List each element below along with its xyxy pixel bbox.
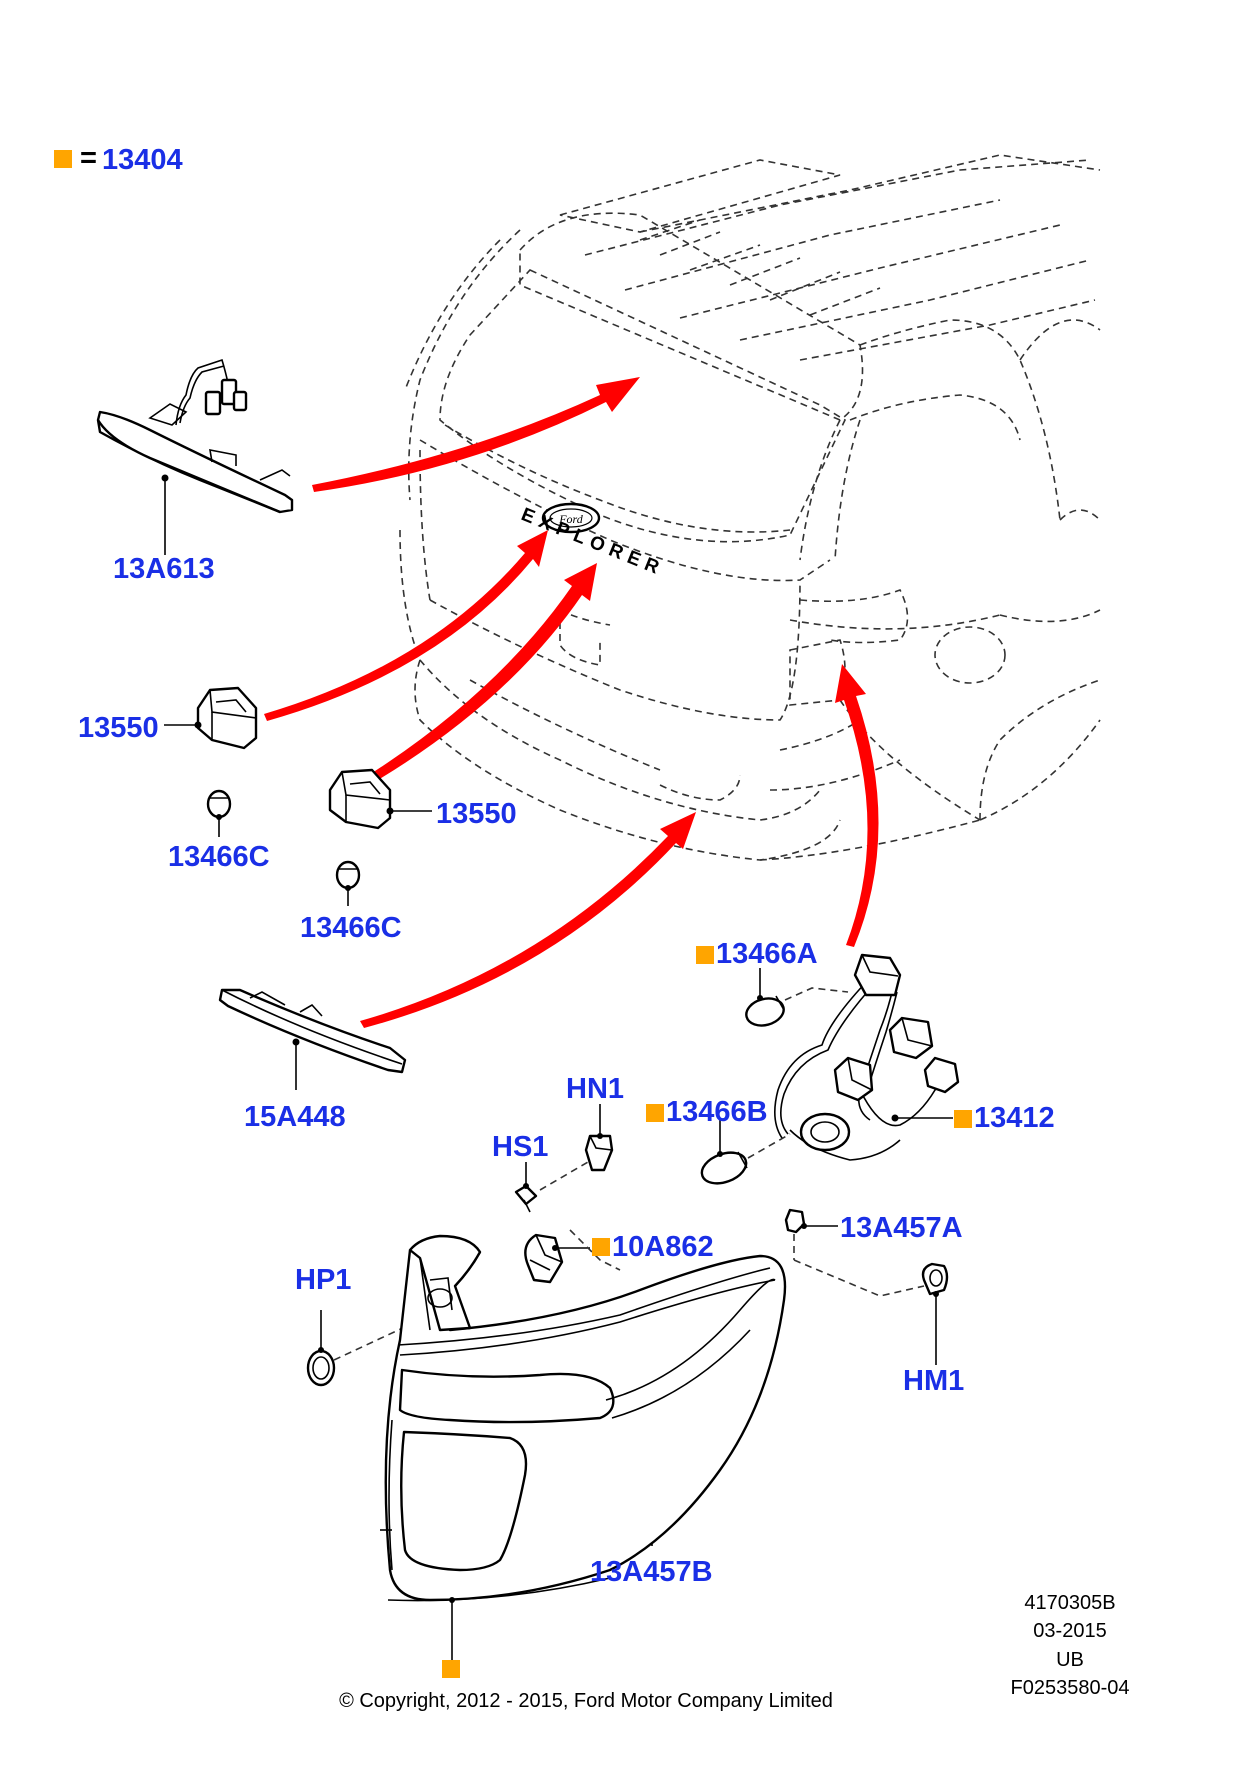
- part-13466a-bulb[interactable]: [743, 968, 849, 1029]
- legend-equals: =: [80, 142, 97, 174]
- svg-text:Ford: Ford: [558, 512, 584, 526]
- label-hn1[interactable]: HN1: [566, 1073, 624, 1105]
- ford-badge: Ford: [541, 502, 601, 534]
- label-13466c-left[interactable]: 13466C: [168, 841, 270, 873]
- part-hm1-grommet[interactable]: [921, 1262, 949, 1365]
- label-hm1[interactable]: HM1: [903, 1365, 964, 1397]
- legend-marker: [54, 150, 72, 168]
- part-13550-license-lamp-right[interactable]: [328, 768, 432, 830]
- marker-13466b: [646, 1104, 664, 1122]
- label-13466c-right[interactable]: 13466C: [300, 912, 402, 944]
- label-15a448[interactable]: 15A448: [244, 1101, 346, 1133]
- region-code: UB: [1056, 1649, 1084, 1671]
- label-13a613[interactable]: 13A613: [113, 553, 215, 585]
- label-13466b[interactable]: 13466B: [666, 1096, 768, 1128]
- legend: = 13404: [54, 142, 183, 176]
- part-13a457a-clip[interactable]: [784, 1208, 925, 1297]
- label-13a457b[interactable]: 13A457B: [590, 1556, 713, 1588]
- legend-code: 13404: [102, 144, 183, 176]
- label-13550-right[interactable]: 13550: [436, 798, 517, 830]
- part-13550-license-lamp-left[interactable]: [164, 686, 258, 750]
- part-hp1-plug[interactable]: [306, 1310, 421, 1387]
- part-hs1-screw[interactable]: [514, 1161, 589, 1213]
- part-13466b-bulb[interactable]: [698, 1120, 791, 1189]
- label-13a457a[interactable]: 13A457A: [840, 1212, 963, 1244]
- figure-id: F0253580-04: [1011, 1677, 1130, 1699]
- part-10a862-bulb-socket[interactable]: [524, 1233, 590, 1284]
- label-10a862[interactable]: 10A862: [612, 1231, 714, 1263]
- marker-10a862: [592, 1238, 610, 1256]
- part-13412-wiring-harness[interactable]: [774, 953, 960, 1161]
- copyright-notice: © Copyright, 2012 - 2015, Ford Motor Com…: [339, 1690, 833, 1712]
- issue-date: 03-2015: [1033, 1620, 1106, 1642]
- part-13a613-high-mount-stop-lamp[interactable]: [96, 358, 294, 555]
- vehicle-rear-outline: [399, 154, 1101, 861]
- part-hn1-nut[interactable]: [584, 1104, 614, 1172]
- part-15a448-reflector[interactable]: [218, 988, 407, 1090]
- label-hs1[interactable]: HS1: [492, 1131, 548, 1163]
- part-13466c-bulb-right[interactable]: [335, 860, 361, 906]
- label-13466a[interactable]: 13466A: [716, 938, 818, 970]
- ref-number: 4170305B: [1024, 1592, 1115, 1614]
- part-13404-tail-lamp-assembly[interactable]: [380, 1229, 787, 1660]
- label-hp1[interactable]: HP1: [295, 1264, 351, 1296]
- marker-tail-lamp: [442, 1660, 460, 1678]
- installation-arrows: [264, 377, 879, 1028]
- figure-info: 4170305B 03-2015 UB F0253580-04: [1011, 1592, 1130, 1699]
- label-13412[interactable]: 13412: [974, 1102, 1055, 1134]
- marker-13412: [954, 1110, 972, 1128]
- part-13466c-bulb-left[interactable]: [206, 789, 232, 837]
- marker-13466a: [696, 946, 714, 964]
- label-13550-left[interactable]: 13550: [78, 712, 159, 744]
